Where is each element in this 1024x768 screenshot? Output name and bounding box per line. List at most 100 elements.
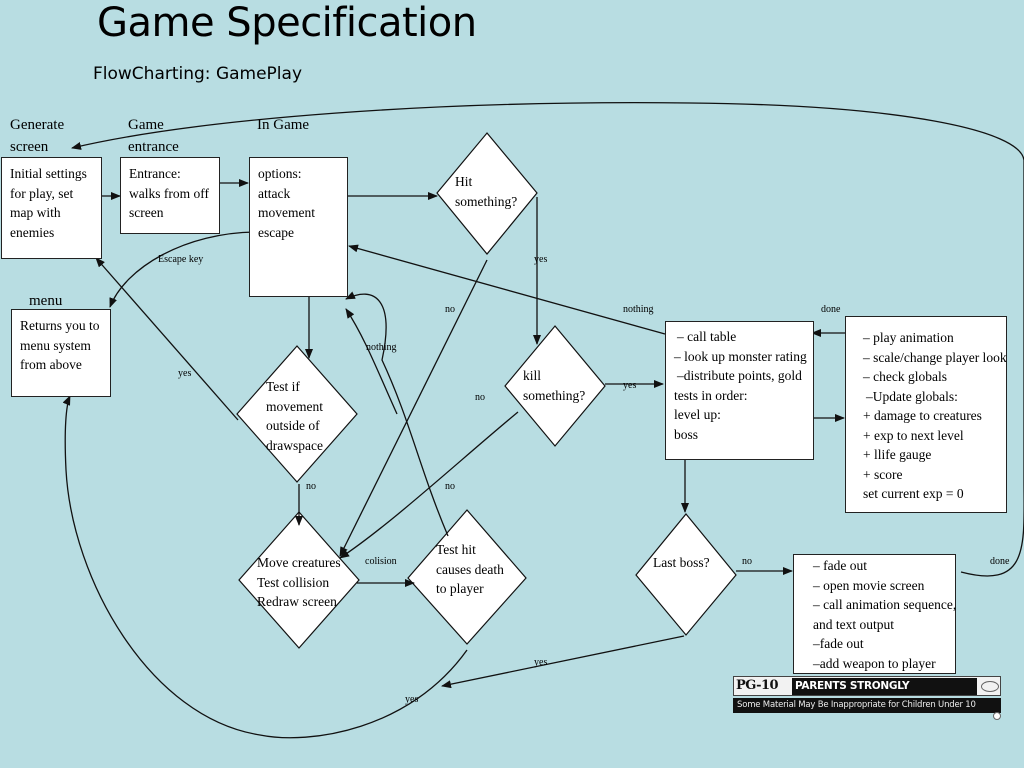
label-done-loop: done	[990, 556, 1010, 567]
label-yes-death: yes	[405, 694, 419, 705]
label-no-boss: no	[742, 556, 752, 567]
decision-line: Hit	[455, 174, 473, 189]
decision-test-movement: Test if movement outside of drawspace	[266, 377, 323, 455]
box-line: set current exp = 0	[863, 486, 964, 501]
decision-line: Last boss?	[653, 555, 710, 570]
box-line: – fade out	[813, 558, 867, 573]
rating-seal-icon	[981, 681, 999, 692]
edge-hit-no-to-move	[339, 259, 488, 557]
box-line: Initial settings	[10, 166, 87, 181]
box-line: + exp to next level	[863, 427, 964, 443]
decision-movement-shape	[236, 345, 358, 483]
rating-registered-icon	[993, 712, 1001, 720]
box-line: level up:	[674, 407, 721, 422]
decision-line: Redraw screen	[257, 594, 337, 609]
decision-boss-shape	[635, 513, 737, 636]
decision-line: Move creatures	[257, 555, 341, 570]
decision-line: movement	[266, 398, 323, 414]
header-menu: menu	[29, 293, 63, 309]
label-yes-boss: yes	[534, 657, 548, 668]
box-line: for play, set	[10, 185, 74, 201]
decision-test-hit-death: Test hit causes death to player	[436, 540, 504, 599]
header-generate-line1: Generate	[10, 117, 65, 133]
header-entrance-line2: entrance	[128, 139, 179, 155]
label-yes-movement: yes	[178, 368, 192, 379]
box-line: map with	[10, 205, 61, 220]
box-menu: Returns you to menu system from above	[11, 309, 111, 397]
box-line: –fade out	[813, 636, 864, 651]
decision-hit-something: Hit something?	[455, 172, 517, 211]
box-line: and text output	[813, 616, 894, 632]
decision-line: Test collision	[257, 574, 330, 590]
decision-death-shape	[407, 509, 527, 645]
box-line: boss	[674, 426, 699, 442]
edge-death-yes-to-menu	[62, 395, 468, 739]
decision-line: Test hit	[436, 542, 476, 557]
label-no-death: no	[445, 481, 455, 492]
header-in-game: In Game	[257, 117, 310, 133]
edge-death-no-to-move	[345, 291, 449, 537]
label-no-movement: no	[306, 481, 316, 492]
rating-top-bar: PG-10 PARENTS STRONGLY CAUTIONED	[733, 676, 1001, 709]
box-line: –distribute points, gold	[677, 368, 802, 383]
box-line: – check globals	[863, 369, 947, 384]
decision-last-boss: Last boss?	[653, 553, 710, 573]
box-boss-results: – fade out – open movie screen – call an…	[793, 554, 956, 674]
box-kill-results: – call table – look up monster rating –d…	[665, 321, 814, 460]
edge-movement-yes-to-initial	[95, 257, 239, 421]
decision-line: causes death	[436, 561, 504, 577]
slide-title: Game Specification	[97, 0, 477, 46]
box-level-up-actions: – play animation – scale/change player l…	[845, 316, 1007, 513]
label-no-kill: no	[475, 392, 485, 403]
slide-subtitle: FlowCharting: GamePlay	[93, 64, 303, 84]
box-line: Returns you to	[20, 318, 100, 333]
decision-line: something?	[523, 387, 586, 403]
decision-line: outside of	[266, 418, 320, 433]
rating-label: PARENTS STRONGLY CAUTIONED	[792, 678, 977, 709]
decision-move-creatures: Move creatures Test collision Redraw scr…	[257, 553, 341, 612]
label-escape-key: Escape key	[158, 254, 204, 265]
edge-boss-yes-to-bottom	[441, 635, 685, 689]
rating-badge: PG-10 PARENTS STRONGLY CAUTIONED Some Ma…	[733, 676, 1001, 720]
box-line: –Update globals:	[866, 388, 958, 404]
label-nothing-results: nothing	[623, 304, 654, 315]
header-entrance-line1: Game	[128, 117, 164, 133]
label-done-globals: done	[821, 304, 841, 315]
box-line: – look up monster rating	[674, 348, 807, 364]
rating-code: PG-10	[736, 678, 779, 693]
label-nothing-death: nothing	[366, 342, 397, 353]
label-colision: colision	[365, 556, 397, 567]
box-line: tests in order:	[674, 387, 748, 403]
box-line: + damage to creatures	[863, 408, 982, 423]
box-line: Entrance:	[129, 166, 181, 181]
rating-note: Some Material May Be Inappropriate for C…	[733, 698, 1001, 713]
decision-line: kill	[523, 368, 542, 383]
edge-results-nothing-to-options	[348, 244, 666, 335]
box-line: enemies	[10, 224, 55, 240]
box-initial-settings: Initial settings for play, set map with …	[1, 157, 102, 259]
box-line: – call animation sequence,	[813, 597, 957, 612]
header-game-entrance: Game entrance	[128, 114, 179, 158]
box-line: attack	[258, 185, 291, 201]
decision-line: Test if	[266, 379, 300, 394]
decision-kill-something: kill something?	[523, 366, 585, 405]
box-line: screen	[129, 205, 164, 220]
header-generate-screen: Generate screen	[10, 114, 64, 158]
box-line: – call table	[677, 329, 737, 344]
edge-escape-to-menu	[109, 231, 259, 308]
box-options: options: attack movement escape	[249, 157, 348, 297]
box-line: menu system	[20, 337, 91, 353]
box-line: + llife gauge	[863, 447, 932, 462]
header-generate-line2: screen	[10, 139, 49, 155]
label-yes-kill: yes	[623, 380, 637, 391]
box-line: movement	[258, 205, 315, 220]
box-entrance: Entrance: walks from off screen	[120, 157, 220, 234]
edge-death-nothing-to-move	[345, 308, 398, 415]
decision-line: drawspace	[266, 437, 323, 453]
edge-kill-no-to-move	[339, 411, 519, 559]
label-yes-hit: yes	[534, 254, 548, 265]
box-line: – scale/change player look	[863, 349, 1007, 365]
decision-move-shape	[238, 511, 360, 649]
box-line: walks from off	[129, 185, 209, 201]
